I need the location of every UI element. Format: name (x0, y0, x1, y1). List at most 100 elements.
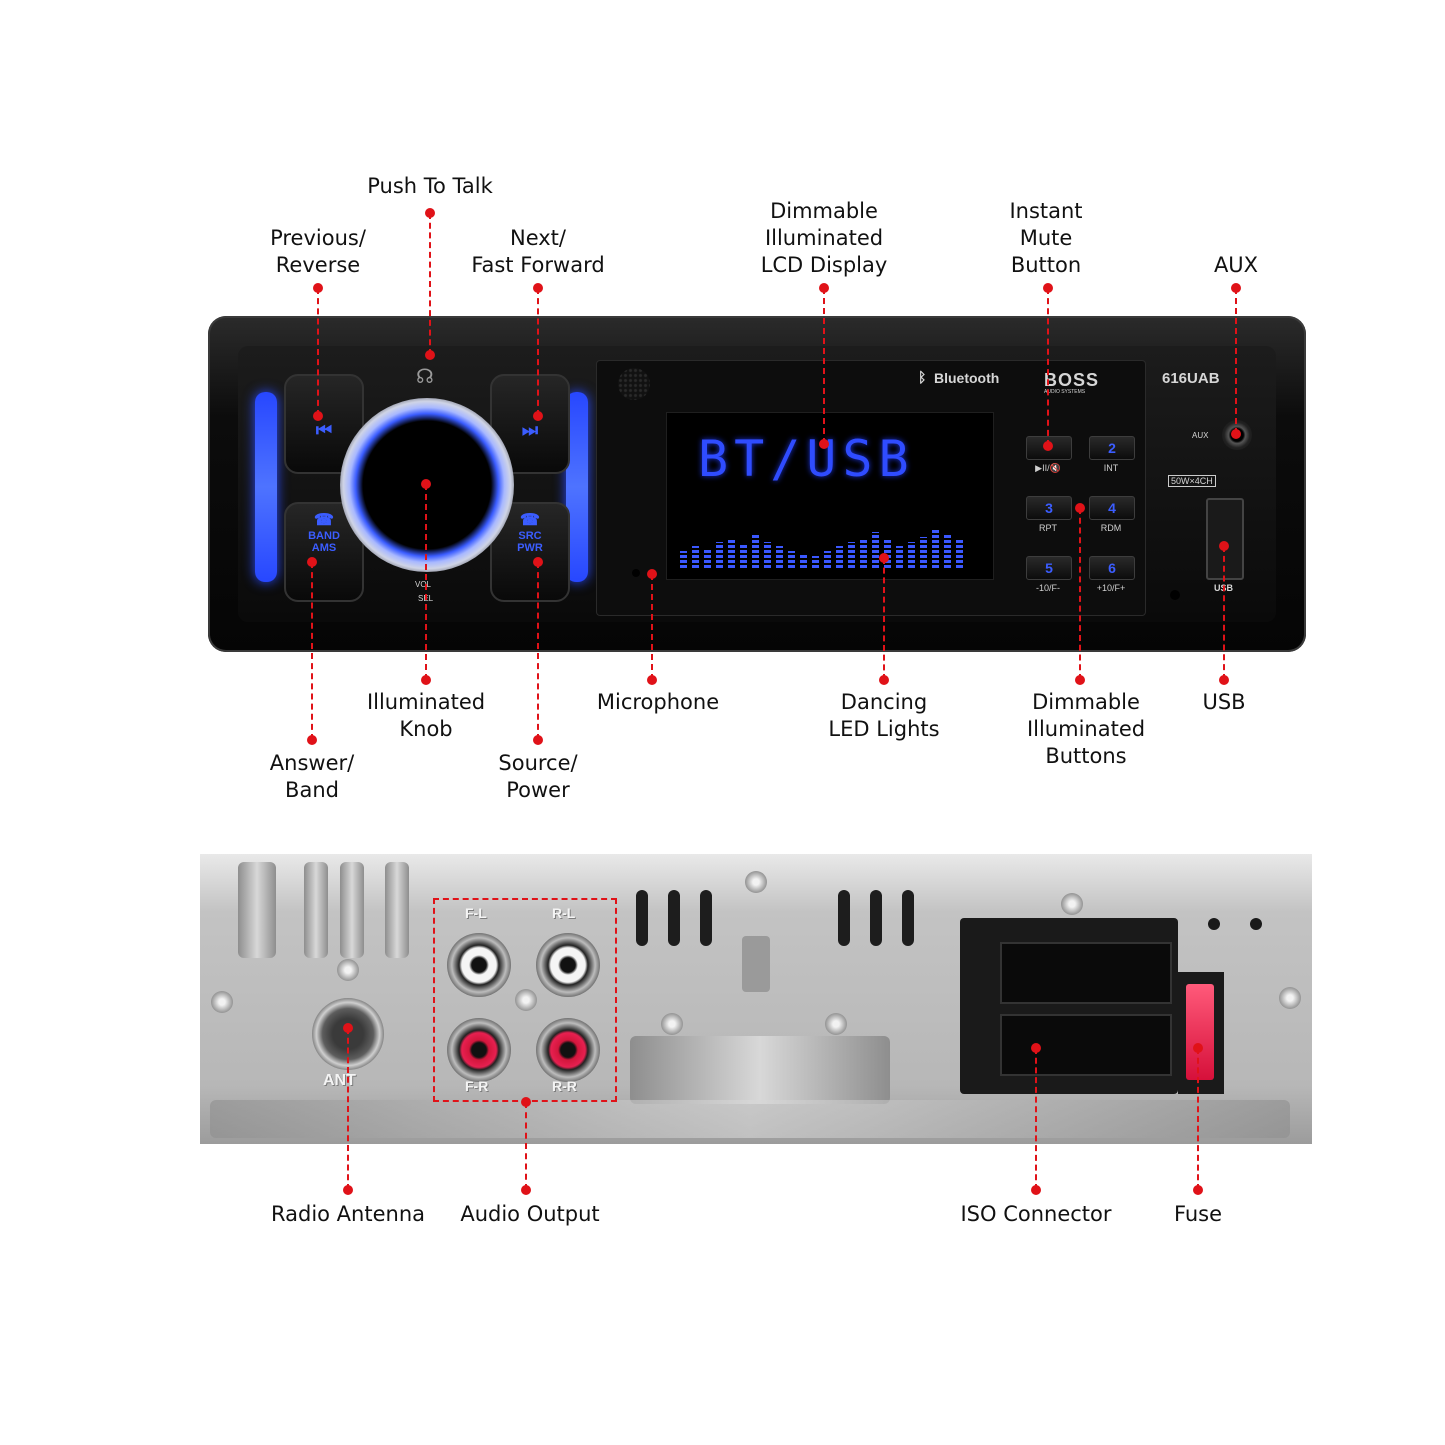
callout-fuse: Fuse (1174, 1201, 1222, 1228)
leader-dot (1031, 1185, 1041, 1195)
leader-dot (313, 283, 323, 293)
callout-line: AUX (1213, 253, 1259, 277)
fuse-holder (1178, 972, 1224, 1094)
preset-3-number: 3 (1045, 500, 1053, 516)
eq-bar (764, 542, 771, 568)
callout-line: Fast Forward (471, 253, 605, 277)
rca-rear-right[interactable] (536, 1018, 600, 1082)
preset-2-number: 2 (1108, 440, 1116, 456)
mount-hole (1250, 918, 1262, 930)
callout-line: Button (1010, 253, 1082, 277)
eq-bar (872, 532, 879, 568)
leader-dot (819, 439, 829, 449)
band-button[interactable]: ☎ BAND AMS (284, 502, 364, 602)
vent-slot (668, 890, 680, 946)
leader-dot (1043, 283, 1053, 293)
callout-line: Illuminated (1026, 717, 1146, 741)
callout-line: Knob (399, 717, 453, 741)
screw-icon (825, 1013, 847, 1035)
next-button[interactable]: ⏭ (490, 374, 570, 474)
preset-button-4[interactable]: 4 (1089, 496, 1135, 520)
vent-slot (902, 890, 914, 946)
callout-line: Fuse (1173, 1202, 1223, 1226)
screw-icon (337, 959, 359, 981)
leader-dot (521, 1185, 531, 1195)
preset-1-label: ▶II/🔇 (1035, 463, 1061, 473)
leader-dot (647, 675, 657, 685)
preset-button-5[interactable]: 5 (1026, 556, 1072, 580)
audio-output-highlight (433, 898, 617, 1102)
eq-bar (932, 530, 939, 568)
callout-source-power: Source/ Power (498, 750, 577, 804)
next-icon: ⏭ (521, 420, 539, 440)
eq-bar (788, 551, 795, 568)
screw-icon (1279, 987, 1301, 1009)
callout-iso-connector: ISO Connector (960, 1201, 1111, 1228)
chassis-rib (385, 862, 409, 958)
chassis-lower-ridge (210, 1100, 1290, 1138)
leader-dot (647, 569, 657, 579)
leader-line (651, 574, 653, 680)
preset-button-3[interactable]: 3 (1026, 496, 1072, 520)
leader-dot (1031, 1043, 1041, 1053)
leader-dot (533, 411, 543, 421)
fuse[interactable] (1186, 984, 1214, 1080)
leader-line (537, 288, 539, 416)
eq-bar (680, 551, 687, 568)
leader-dot (879, 553, 889, 563)
leader-dot (521, 1097, 531, 1107)
eq-bar (716, 542, 723, 568)
chassis-rib (340, 862, 364, 958)
callout-instant-mute: Instant Mute Button (1009, 198, 1082, 279)
leader-dot (533, 557, 543, 567)
chassis-rib (304, 862, 328, 958)
screw-icon (745, 871, 767, 893)
leader-line (1197, 1048, 1199, 1190)
leader-line (823, 288, 825, 444)
mount-hole (1208, 918, 1220, 930)
callout-line: Radio Antenna (270, 1202, 426, 1226)
preset-button-6[interactable]: 6 (1089, 556, 1135, 580)
leader-line (883, 558, 885, 680)
callout-line: Dancing (840, 690, 928, 714)
preset-6-label: +10/F+ (1096, 583, 1126, 593)
leader-line (1047, 288, 1049, 446)
aux-label: AUX (1192, 431, 1209, 440)
center-hook (742, 936, 770, 992)
callout-line: Microphone (596, 690, 720, 714)
leader-line (429, 213, 431, 355)
microphone-hole (632, 569, 640, 577)
eq-bar (908, 542, 915, 568)
leader-line (425, 484, 427, 680)
callout-illuminated-knob: Illuminated Knob (367, 689, 485, 743)
leader-dot (1219, 541, 1229, 551)
chassis-bracket (630, 1036, 890, 1104)
callout-line: LED Lights (828, 717, 940, 741)
callout-line: Illuminated (764, 226, 884, 250)
leader-line (317, 288, 319, 416)
preset-button-2[interactable]: 2 (1089, 436, 1135, 460)
callout-line: Instant (1009, 199, 1083, 223)
eq-bar (752, 534, 759, 568)
iso-connector[interactable] (960, 918, 1178, 1094)
rca-rear-left[interactable] (536, 933, 600, 997)
eq-bar (848, 542, 855, 568)
phone-hangup-icon: ☎ (520, 512, 540, 529)
usb-port[interactable] (1206, 498, 1244, 580)
callout-line: Source/ (498, 751, 578, 775)
eq-bar (692, 546, 699, 568)
iso-connector-lower (1000, 1014, 1172, 1076)
callout-line: Next/ (509, 226, 566, 250)
rca-front-left[interactable] (447, 933, 511, 997)
callout-line: Push To Talk (367, 174, 493, 198)
bluetooth-label: Bluetooth (934, 370, 1000, 386)
rca-front-right[interactable] (447, 1018, 511, 1082)
vent-slot (700, 890, 712, 946)
leader-dot (343, 1023, 353, 1033)
leader-dot (1219, 675, 1229, 685)
callout-microphone: Microphone (597, 689, 719, 716)
rca-rr-label: R-R (552, 1078, 577, 1094)
leader-dot (421, 479, 431, 489)
rca-fl-label: F-L (465, 905, 487, 921)
